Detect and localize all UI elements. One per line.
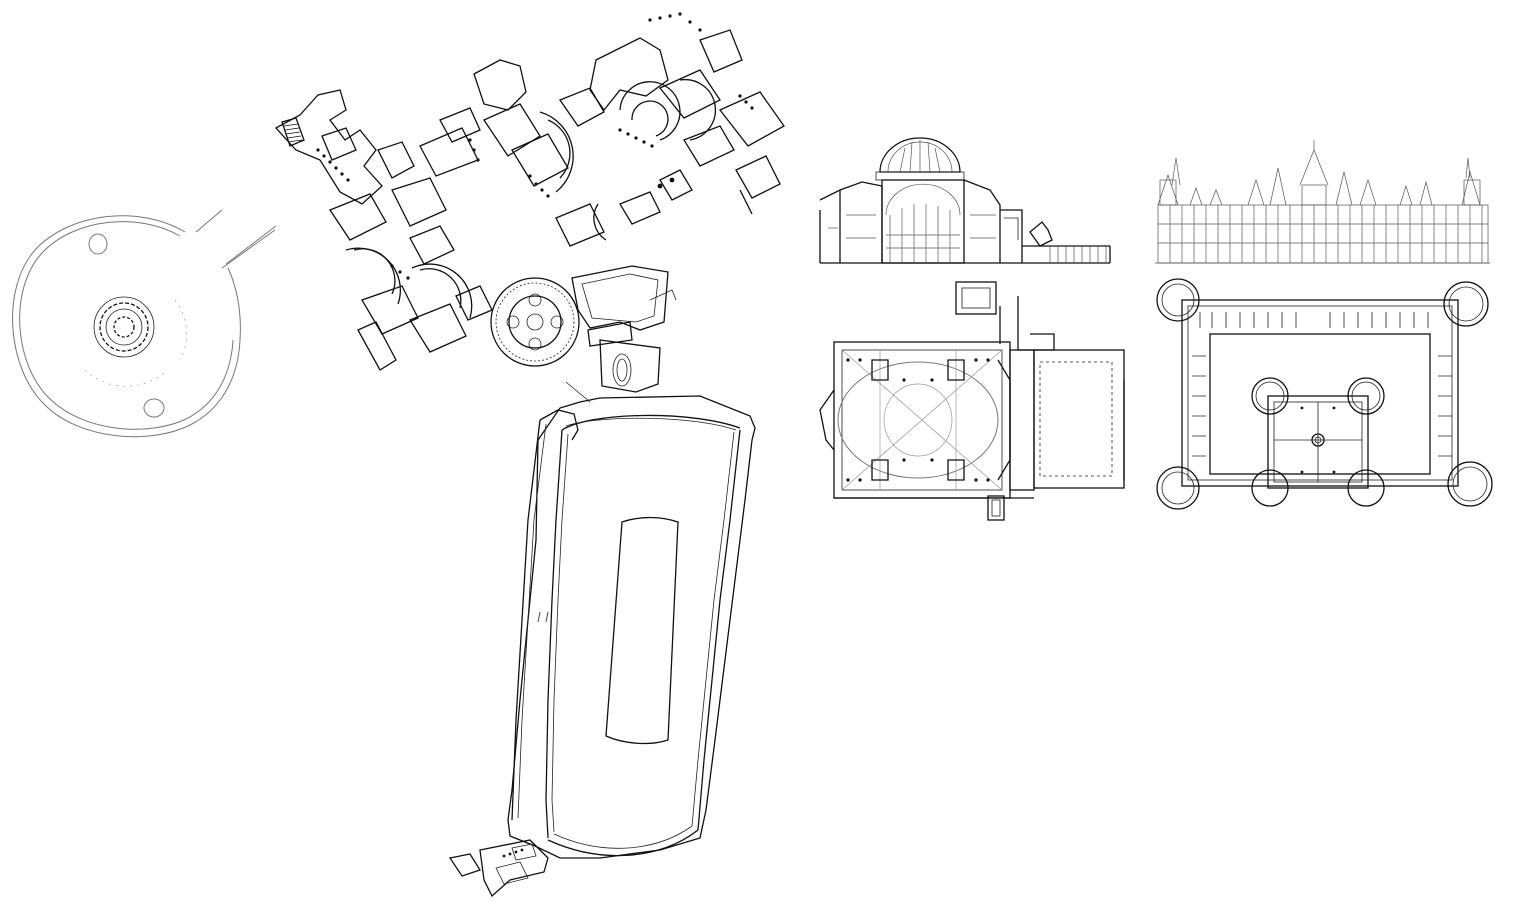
domed-church-plan xyxy=(819,281,1125,521)
chateau-plan xyxy=(1156,278,1493,510)
domed-church-elevation xyxy=(819,137,1111,264)
domed-hall-plan xyxy=(490,265,677,403)
chateau-elevation xyxy=(1155,140,1490,264)
hippodrome-plan xyxy=(448,395,756,898)
palace-complex-plan xyxy=(274,12,785,371)
circular-site-plan xyxy=(12,209,277,438)
